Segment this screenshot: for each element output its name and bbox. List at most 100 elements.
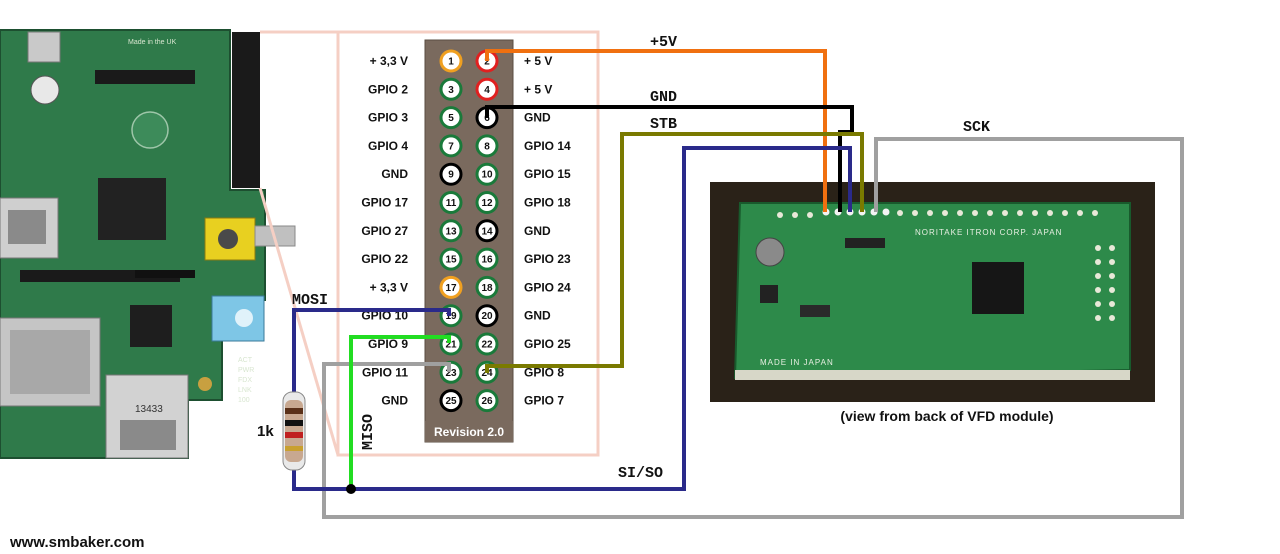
vfd-module: NORITAKE ITRON CORP. JAPAN MADE IN JAPAN	[710, 182, 1155, 402]
pin-number: 10	[481, 170, 493, 181]
wire-junction	[346, 484, 356, 494]
label-mosi: MOSI	[292, 292, 328, 309]
pin-number: 19	[445, 311, 457, 322]
pin-label: GPIO 7	[524, 394, 564, 408]
vfd-caption: (view from back of VFD module)	[840, 408, 1053, 424]
wire-sck	[322, 137, 1184, 519]
vfd-controller-chip	[972, 262, 1024, 314]
pin-4: 4 + 5 V	[475, 77, 552, 101]
pin-circle	[475, 332, 499, 356]
pin-circle	[439, 275, 463, 299]
pin-number: 13	[445, 226, 457, 237]
pin-label: GPIO 2	[368, 82, 408, 96]
pin-label: + 5 V	[524, 82, 552, 96]
pin-17: 17 + 3,3 V	[370, 275, 463, 299]
vfd-brand-text: NORITAKE ITRON CORP. JAPAN	[915, 228, 1062, 237]
pin-circle	[439, 49, 463, 73]
vfd-made-text: MADE IN JAPAN	[760, 358, 834, 367]
wire-plus5v	[485, 49, 827, 212]
wire-siso	[292, 146, 852, 491]
pin-13: 13 GPIO 27	[361, 219, 463, 243]
pin-number: 23	[445, 368, 457, 379]
pin-number: 8	[484, 141, 490, 152]
pin-label: GPIO 3	[368, 111, 408, 125]
pin-circle	[475, 77, 499, 101]
pin-label: + 3,3 V	[370, 280, 408, 294]
revision-label: Revision 2.0	[434, 425, 504, 439]
pin-label: + 3,3 V	[370, 54, 408, 68]
pin-label: GND	[381, 394, 408, 408]
pin-14: 14 GND	[475, 219, 551, 243]
pin-label: GPIO 24	[524, 280, 571, 294]
pin-circle	[439, 77, 463, 101]
pin-number: 22	[481, 340, 493, 351]
pin-circle	[439, 106, 463, 130]
label-sck: SCK	[963, 119, 990, 136]
pin-circle	[475, 191, 499, 214]
pin-label: GPIO 8	[524, 365, 564, 379]
pin-label: GPIO 27	[361, 224, 408, 238]
pin-number: 26	[481, 396, 493, 407]
pin-26: 26 GPIO 7	[475, 389, 564, 413]
led-label: ACT	[238, 357, 253, 364]
label-gnd: GND	[650, 89, 677, 106]
pin-label: GPIO 18	[524, 196, 571, 210]
pin-label: GND	[524, 224, 551, 238]
led-label: FDX	[238, 377, 252, 384]
pin-10: 10 GPIO 15	[475, 162, 571, 186]
pin-circle	[439, 134, 463, 158]
soc-chip	[98, 178, 166, 240]
pin-circle	[439, 247, 463, 271]
wires	[292, 49, 1184, 519]
pin-number: 9	[448, 170, 454, 181]
pin-label: GPIO 15	[524, 167, 571, 181]
pin-circle	[475, 304, 499, 328]
pin-16: 16 GPIO 23	[475, 247, 571, 271]
pin-number: 25	[445, 396, 457, 407]
pin-number: 16	[481, 255, 493, 266]
wire-stb	[485, 132, 864, 373]
pin-3: 3 GPIO 2	[368, 77, 463, 101]
label-stb: STB	[650, 116, 677, 133]
pin-23: 23 GPIO 11	[362, 360, 463, 384]
pin-label: GPIO 9	[368, 337, 408, 351]
pin-circle	[439, 389, 463, 413]
resistor-label: 1k	[257, 423, 274, 440]
pin-number: 1	[448, 57, 454, 68]
pin-label: GPIO 23	[524, 252, 571, 266]
pin-number: 21	[445, 340, 457, 351]
pin-circle	[439, 162, 463, 186]
pin-number: 14	[481, 226, 493, 237]
pin-number: 4	[484, 85, 490, 96]
pin-label: GPIO 25	[524, 337, 571, 351]
pin-number: 11	[446, 198, 457, 209]
pin-label: + 5 V	[524, 54, 552, 68]
status-leds: ACT PWR FDX LNK 100	[238, 357, 254, 404]
raspberry-logo-icon	[131, 111, 169, 149]
led-label: LNK	[238, 387, 252, 394]
pin-number: 17	[445, 283, 457, 294]
pin-number: 6	[484, 113, 490, 124]
pin-number: 3	[448, 85, 454, 96]
pin-label: GND	[524, 309, 551, 323]
pin-circle	[475, 247, 499, 271]
pin-number: 7	[448, 141, 454, 152]
label-plus5v: +5V	[650, 34, 677, 51]
label-miso: MISO	[360, 414, 377, 450]
pin-25: 25 GND	[381, 389, 463, 413]
pin-circle	[475, 389, 499, 413]
website-footer: www.smbaker.com	[9, 534, 145, 551]
pin-label: GPIO 22	[361, 252, 408, 266]
pin-label: GND	[381, 167, 408, 181]
pin-label: GPIO 11	[362, 365, 408, 379]
